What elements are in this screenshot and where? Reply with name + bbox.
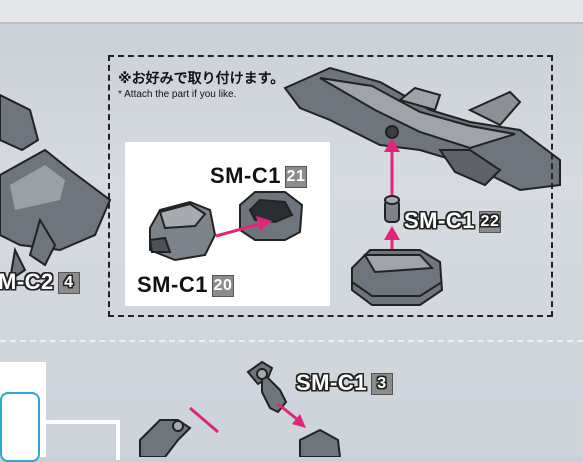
lower-arm-part xyxy=(139,419,192,457)
part-frame xyxy=(0,392,40,462)
part-3 xyxy=(246,360,288,414)
optional-note-english: * Attach the part if you like. xyxy=(118,89,237,100)
wing-binder-part xyxy=(283,66,561,192)
part-20-top xyxy=(148,200,217,262)
left-wing-highlight xyxy=(10,165,65,210)
connector-line-vertical xyxy=(116,420,120,460)
base-part xyxy=(351,249,444,306)
section-divider xyxy=(0,340,583,342)
arrow-arm xyxy=(189,406,219,434)
arrow-20-21-top xyxy=(215,216,272,238)
optional-part-box xyxy=(108,55,553,317)
top-band xyxy=(0,0,583,22)
top-divider xyxy=(0,22,583,24)
optional-note-japanese: ※お好みで取り付けます。 xyxy=(118,71,285,87)
arrow-3-down xyxy=(277,402,306,428)
part-21-top xyxy=(239,191,304,241)
arrow-22-to-wing xyxy=(384,138,400,195)
lower-part-right xyxy=(299,428,342,457)
peg-part-22 xyxy=(384,195,400,223)
connector-line xyxy=(46,420,118,424)
